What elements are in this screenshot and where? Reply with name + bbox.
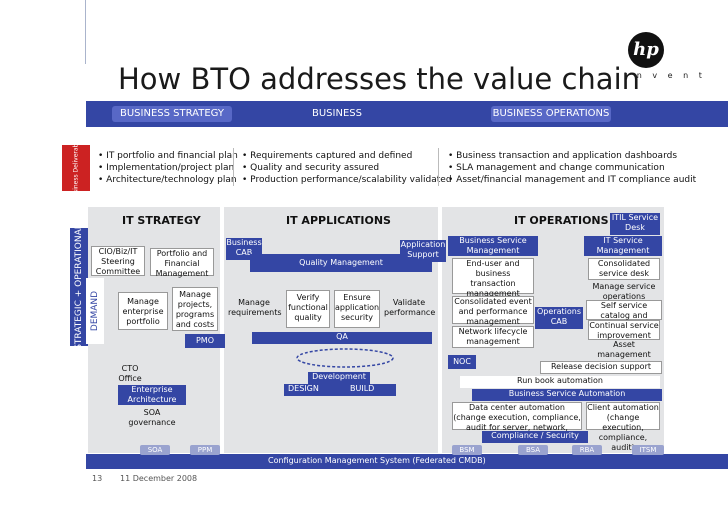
page-number: 13	[92, 474, 103, 483]
pmo-box: PMO	[185, 334, 225, 348]
page-title: How BTO addresses the value chain	[118, 62, 641, 96]
client-automation: Client automation (change execution, com…	[586, 402, 660, 452]
end-user-transaction-mgmt: End-user and business transaction manage…	[452, 258, 534, 298]
bullet: • Architecture/technology plan	[98, 175, 237, 185]
business-deliverables-label: Business Deliverables	[72, 135, 80, 201]
business-deliverables-tab: Business Deliverables	[62, 135, 90, 201]
build-label: BUILD	[350, 384, 375, 393]
logo-tagline: i n v e n t	[624, 71, 706, 80]
divider	[233, 148, 234, 186]
cmdb-bar	[86, 454, 728, 469]
it-strategy-title: IT STRATEGY	[122, 214, 201, 227]
design-label: DESIGN	[288, 384, 319, 393]
applications-bullets: • Requirements captured and defined • Qu…	[242, 150, 452, 186]
cio-steering-committee: CIO/Biz/IT Steering Committee	[91, 246, 145, 276]
development-cycle-icon	[296, 348, 394, 368]
bullet: • Asset/financial management and IT comp…	[448, 175, 697, 185]
cto-office: CTO Office	[118, 364, 142, 383]
compliance-security: Compliance / Security	[482, 431, 588, 443]
design-build-bar: DESIGN BUILD	[284, 384, 396, 396]
bsa-tag: BSA	[518, 445, 548, 455]
cmdb-label: Configuration Management System (Federat…	[268, 456, 486, 465]
strategic-operational-label: STRATEGIC + OPERATIONAL	[74, 224, 84, 350]
itil-service-desk: ITIL Service Desk	[610, 213, 660, 235]
application-support: Application Support	[400, 240, 446, 262]
manage-enterprise-portfolio: Manage enterprise portfolio	[118, 292, 168, 330]
quality-management-bar: Quality Management	[250, 254, 432, 272]
portfolio-financial-mgmt: Portfolio and Financial Management	[150, 248, 214, 278]
run-book-automation: Run book automation	[460, 376, 660, 388]
strategy-bullets: • IT portfolio and financial plan • Impl…	[98, 150, 238, 186]
demand-label: DEMAND	[90, 290, 100, 332]
it-operations-title: IT OPERATIONS	[514, 214, 609, 227]
ppm-tag: PPM	[190, 445, 220, 455]
release-decision-support: Release decision support	[540, 361, 662, 374]
bullet: • IT portfolio and financial plan	[98, 151, 238, 161]
business-label: BUSINESS	[312, 108, 362, 119]
strategic-operational-tab: STRATEGIC + OPERATIONAL	[70, 224, 88, 350]
bullet: • Production performance/scalability val…	[242, 175, 452, 185]
soa-tag: SOA	[140, 445, 170, 455]
network-lifecycle-mgmt: Network lifecycle management	[452, 326, 534, 348]
consolidated-service-desk: Consolidated service desk	[588, 258, 660, 280]
demand-tab: DEMAND	[86, 278, 104, 344]
data-center-automation: Data center automation (change execution…	[452, 402, 582, 442]
manage-requirements: Manage requirements	[228, 298, 282, 317]
ensure-application-security: Ensure application security	[334, 290, 380, 328]
bsm-tag: BSM	[452, 445, 482, 455]
bullet: • Implementation/project plan	[98, 163, 235, 173]
bullet: • Requirements captured and defined	[242, 151, 413, 161]
enterprise-architecture: Enterprise Architecture	[118, 385, 186, 405]
bullet: • Business transaction and application d…	[448, 151, 678, 161]
rba-tag: RBA	[572, 445, 602, 455]
self-service-catalog: Self service catalog and knowledge	[586, 300, 662, 330]
development-label: Development	[308, 372, 370, 384]
it-service-mgmt: IT Service Management	[584, 236, 662, 256]
title-accent-line	[85, 0, 86, 64]
consolidated-event-mgmt: Consolidated event and performance manag…	[452, 296, 534, 326]
business-operations-pill: BUSINESS OPERATIONS	[491, 106, 611, 122]
qa-bar: QA	[252, 332, 432, 344]
divider	[438, 148, 439, 186]
business-service-automation: Business Service Automation	[472, 389, 662, 401]
soa-governance: SOA governance	[128, 408, 176, 427]
footer-date: 11 December 2008	[120, 474, 198, 483]
manage-projects: Manage projects, programs and costs	[172, 287, 218, 331]
business-strategy-pill: BUSINESS STRATEGY	[112, 106, 232, 122]
validate-performance: Validate performance	[384, 298, 436, 317]
operations-bullets: • Business transaction and application d…	[448, 150, 696, 186]
itsm-tag: ITSM	[632, 445, 664, 455]
verify-functional-quality: Verify functional quality	[286, 290, 330, 328]
business-service-mgmt: Business Service Management	[448, 236, 538, 256]
bullet: • SLA management and change communicatio…	[448, 163, 665, 173]
operations-cab: Operations CAB	[535, 307, 583, 329]
bullet: • Quality and security assured	[242, 163, 380, 173]
it-applications-title: IT APPLICATIONS	[286, 214, 391, 227]
continual-service-improvement: Continual service improvement	[588, 320, 660, 340]
hp-logo: hp	[628, 32, 664, 68]
asset-management: Asset management	[597, 340, 651, 359]
noc-box: NOC	[448, 355, 476, 369]
